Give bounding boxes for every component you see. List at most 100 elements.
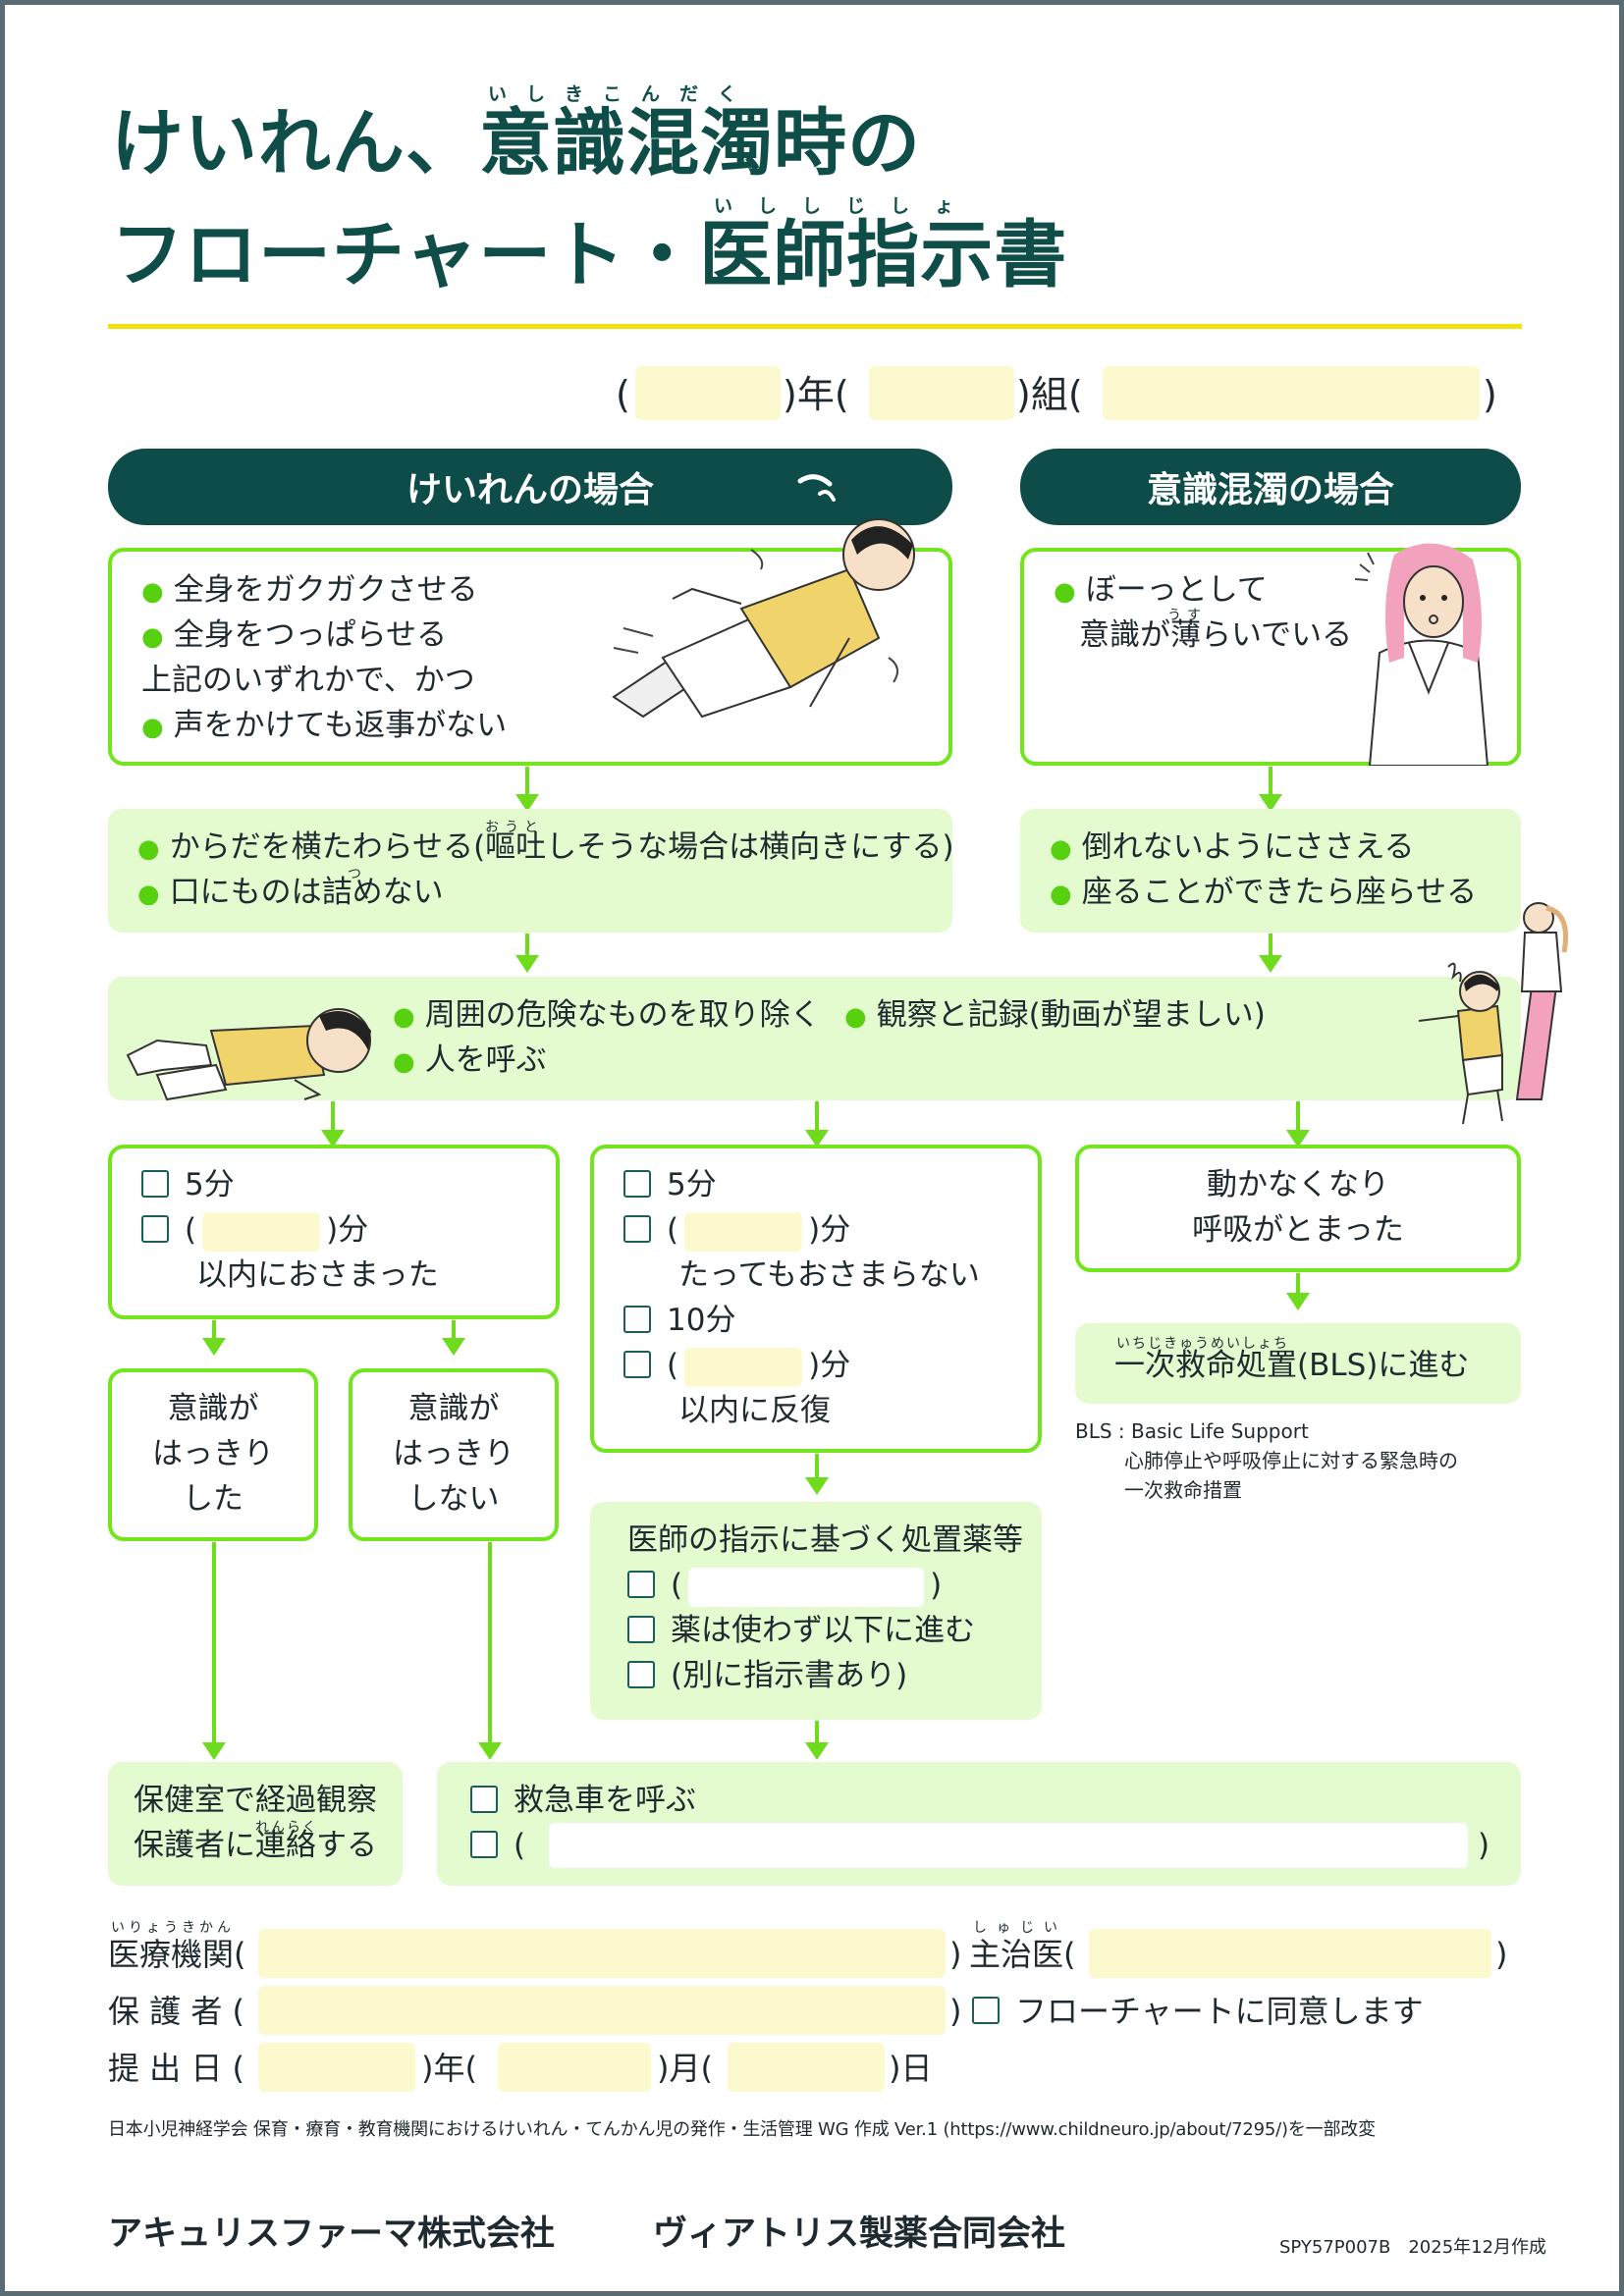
list-item: ●ぼーっとして bbox=[1054, 572, 1268, 608]
box-line: 意識が bbox=[167, 1391, 259, 1426]
ruby-text: しゅじい bbox=[973, 1920, 1067, 1936]
institution-field[interactable] bbox=[258, 1929, 946, 1978]
list-item: ●からだを横たわらせる(嘔吐しそうな場合は横向きにする) bbox=[137, 829, 954, 865]
year-field[interactable] bbox=[635, 366, 781, 420]
option-custom-min: ()分 bbox=[623, 1343, 850, 1388]
ambulance-note-field[interactable] bbox=[549, 1823, 1468, 1868]
ruby-text: いりょうきかん bbox=[111, 1920, 235, 1936]
branch-no-breathing-box: 動かなくなり 呼吸がとまった bbox=[1075, 1145, 1521, 1272]
list-item: ●倒れないようにささえる bbox=[1050, 829, 1415, 865]
class-label: )組( bbox=[1016, 373, 1083, 416]
branch-stopped-box: 5分 ()分 以内におさまった bbox=[108, 1145, 560, 1319]
arrow-line bbox=[525, 767, 529, 802]
name-field[interactable] bbox=[1103, 366, 1480, 420]
arrow-line bbox=[815, 1101, 819, 1139]
option-note: 以内におさまった bbox=[196, 1257, 439, 1293]
arrow-line bbox=[1296, 1101, 1300, 1139]
arrow-line bbox=[525, 934, 529, 963]
child-and-mother-illustration bbox=[1418, 902, 1568, 1125]
company-1: アキュリスファーマ株式会社 bbox=[108, 2215, 556, 2254]
checkbox[interactable] bbox=[623, 1169, 651, 1198]
title-part: 意識混濁時の bbox=[479, 101, 921, 186]
page-title-line1: けいれん、意識混濁時の bbox=[111, 107, 921, 180]
minutes-field[interactable] bbox=[684, 1347, 803, 1387]
awareness-unclear-box: 意識が はっきり しない bbox=[349, 1368, 559, 1541]
checkbox[interactable] bbox=[141, 1214, 169, 1243]
ambulance-box: 救急車を呼ぶ ( ) bbox=[437, 1762, 1521, 1886]
medication-title: 医師の指示に基づく処置薬等 bbox=[627, 1522, 1023, 1558]
minutes-field[interactable] bbox=[684, 1211, 803, 1252]
class-field[interactable] bbox=[869, 366, 1014, 420]
checkbox[interactable] bbox=[623, 1350, 651, 1378]
date-day-field[interactable] bbox=[728, 2043, 885, 2092]
list-item: ●声をかけても返事がない bbox=[141, 708, 508, 743]
arrow-down-icon bbox=[805, 1130, 829, 1148]
ruby-text: いちじきゅうめいしょち bbox=[1116, 1336, 1289, 1352]
arrow-down-icon bbox=[1259, 955, 1282, 973]
medication-field[interactable] bbox=[688, 1567, 925, 1607]
arrow-line bbox=[452, 1320, 456, 1346]
checkbox[interactable] bbox=[623, 1305, 651, 1333]
year-label: )年( bbox=[421, 2050, 477, 2087]
option-note: たってもおさまらない bbox=[678, 1257, 980, 1293]
year-label: )年( bbox=[783, 373, 849, 416]
arrow-line bbox=[488, 1542, 492, 1750]
doctor-label: 主治医( bbox=[969, 1936, 1076, 1973]
doctor-field[interactable] bbox=[1089, 1929, 1491, 1978]
page-title-line2: フローチャート・医師指示書 bbox=[111, 219, 1067, 292]
arrow-down-icon bbox=[515, 794, 539, 812]
checkbox[interactable] bbox=[141, 1169, 169, 1198]
page: いしきこんだく けいれん、意識混濁時の いししじしょ フローチャート・医師指示書… bbox=[5, 5, 1619, 2291]
agree-checkbox[interactable] bbox=[972, 1997, 1000, 2024]
list-item: ●口にものは詰めない bbox=[137, 875, 444, 910]
arrow-down-icon bbox=[1259, 794, 1282, 812]
date-year-field[interactable] bbox=[258, 2043, 415, 2092]
arrow-line bbox=[331, 1101, 335, 1139]
date-label: 提 出 日 ( bbox=[108, 2050, 245, 2087]
checkbox[interactable] bbox=[627, 1570, 655, 1598]
checkbox[interactable] bbox=[470, 1785, 498, 1813]
paren-close: ) bbox=[1483, 373, 1497, 416]
seizing-child-illustration bbox=[612, 518, 915, 719]
guardian-field[interactable] bbox=[258, 1986, 946, 2035]
option-custom-min: ()分 bbox=[141, 1207, 368, 1253]
checkbox[interactable] bbox=[470, 1830, 498, 1858]
arrow-down-icon bbox=[515, 955, 539, 973]
list-note: 上記のいずれかで、かつ bbox=[141, 663, 475, 698]
arrow-line bbox=[815, 1721, 819, 1750]
title-part: けいれん、 bbox=[111, 101, 479, 186]
checkbox[interactable] bbox=[627, 1615, 655, 1643]
consciousness-actions-box: ●倒れないようにささえる ●座ることができたら座らせる bbox=[1020, 809, 1521, 933]
bls-box: いちじきゅうめいしょち 一次救命処置(BLS)に進む bbox=[1075, 1323, 1521, 1404]
checkbox[interactable] bbox=[623, 1214, 651, 1243]
list-item: ●観察と記録(動画が望ましい) bbox=[844, 997, 1266, 1033]
arrow-down-icon bbox=[805, 1477, 829, 1495]
box-line: はっきり bbox=[393, 1436, 514, 1471]
title-ruby-1: いしきこんだく bbox=[488, 83, 757, 105]
medication-box: 医師の指示に基づく処置薬等 () 薬は使わず以下に進む (別に指示書あり) bbox=[590, 1502, 1042, 1720]
consciousness-header: 意識混濁の場合 bbox=[1020, 449, 1521, 525]
recovery-position-child-illustration bbox=[126, 1008, 371, 1101]
paren-close: ) bbox=[1495, 1936, 1508, 1973]
ruby-text: れんらく bbox=[255, 1820, 318, 1836]
date-month-field[interactable] bbox=[498, 2043, 651, 2092]
doc-code: SPY57P007B 2025年12月作成 bbox=[1279, 2237, 1547, 2258]
minutes-field[interactable] bbox=[202, 1211, 321, 1252]
box-line: はっきり bbox=[152, 1436, 274, 1471]
paren-open: ( bbox=[616, 373, 630, 416]
arrow-down-icon bbox=[202, 1742, 226, 1760]
arrow-line bbox=[815, 1454, 819, 1485]
checkbox[interactable] bbox=[627, 1660, 655, 1688]
branch-line: 動かなくなり bbox=[1207, 1167, 1389, 1202]
ruby-text: うす bbox=[1167, 608, 1207, 623]
observe-box: 保健室で経過観察 れんらく 保護者に連絡する bbox=[108, 1762, 403, 1886]
seizure-header: けいれんの場合 bbox=[108, 449, 952, 525]
bls-note-title: BLS : Basic Life Support bbox=[1075, 1419, 1309, 1443]
guardian-label: 保 護 者 ( bbox=[108, 1993, 245, 2030]
paren-close: ) bbox=[949, 1993, 962, 2030]
option-separate-instruction: (別に指示書あり) bbox=[627, 1653, 907, 1698]
arrow-line bbox=[1269, 767, 1272, 802]
bls-note-line: 心肺停止や呼吸停止に対する緊急時の bbox=[1124, 1449, 1458, 1472]
institution-label: 医療機関( bbox=[108, 1936, 246, 1973]
option-ambulance-custom: ( bbox=[470, 1823, 525, 1868]
